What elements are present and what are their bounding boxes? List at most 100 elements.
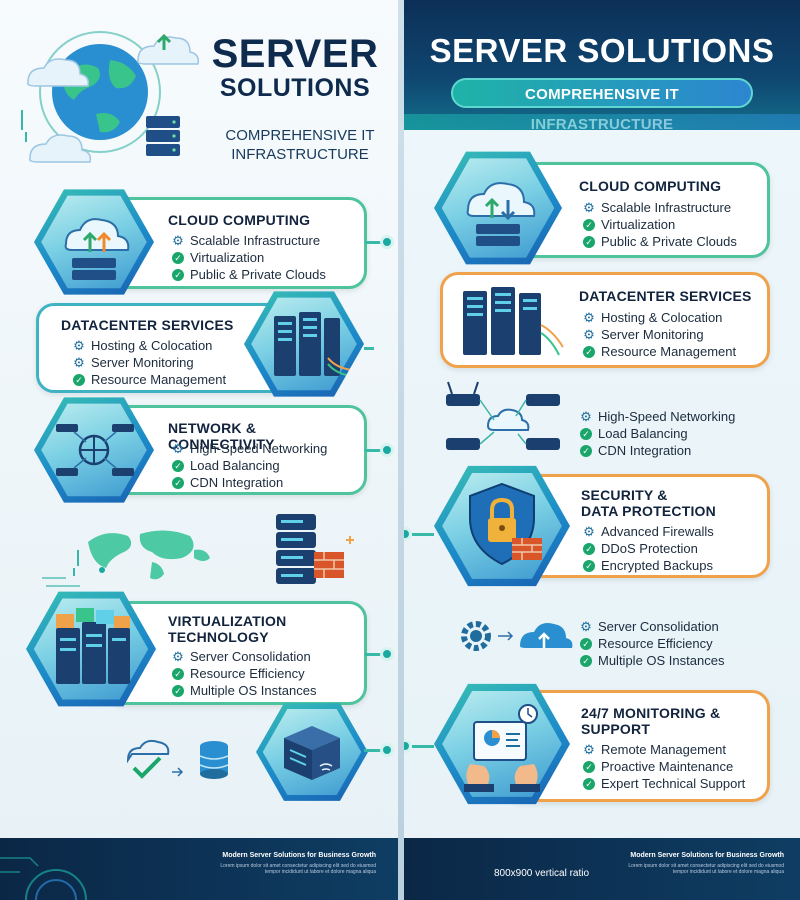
gear-icon: ⚙: [73, 354, 85, 370]
feature-item: ✓Resource Efficiency: [172, 665, 316, 682]
feature-item: ✓DDoS Protection: [583, 540, 714, 557]
check-icon: ✓: [580, 654, 592, 667]
header-banner: SERVER SOLUTIONS COMPREHENSIVE IT INFRAS…: [404, 0, 800, 133]
database-icon: [126, 739, 229, 779]
gear-icon: ⚙: [583, 523, 595, 539]
page-title: SERVER SOLUTIONS: [200, 34, 390, 101]
card-title: CLOUD COMPUTING: [168, 212, 311, 228]
server-rack-icon: [244, 291, 364, 397]
feature-item: ⚙Server Consolidation: [172, 648, 311, 664]
firewall-icon: [314, 552, 344, 578]
footer-title: Modern Server Solutions for Business Gro…: [630, 852, 784, 859]
check-icon: ✓: [580, 637, 592, 650]
feature-item: ⚙Scalable Infrastructure: [172, 232, 321, 248]
page-subtitle: COMPREHENSIVE IT INFRASTRUCTURE: [225, 127, 375, 163]
check-icon: ✓: [583, 777, 595, 790]
card-title: NETWORK & CONNECTIVITY: [168, 420, 275, 452]
virtualization-features: ⚙Server Consolidation ✓Resource Efficien…: [580, 618, 724, 669]
gear-cloud-icon: [461, 621, 573, 651]
title-line-2: SOLUTIONS: [219, 74, 371, 102]
feature-item: ✓Virtualization: [172, 249, 326, 266]
check-icon: ✓: [583, 345, 595, 358]
footer-title: Modern Server Solutions for Business Gro…: [222, 852, 376, 859]
server-rack-icon: [463, 287, 564, 356]
check-icon: ✓: [172, 667, 184, 680]
card-datacenter-services: DATACENTER SERVICES ⚙Hosting & Colocatio…: [36, 303, 296, 393]
column-divider: [398, 0, 404, 900]
gear-icon: ⚙: [172, 440, 184, 456]
feature-item: ✓Multiple OS Instances: [580, 652, 724, 669]
gear-icon: ⚙: [583, 741, 595, 757]
gear-icon: ⚙: [580, 408, 592, 424]
gear-icon: ⚙: [583, 309, 595, 325]
globe-icon: [21, 31, 200, 163]
card-title: CLOUD COMPUTING: [579, 178, 722, 194]
gear-icon: ⚙: [172, 648, 184, 664]
page-title: SERVER SOLUTIONS: [429, 32, 775, 69]
page-subtitle: COMPREHENSIVE IT INFRASTRUCTURE: [451, 78, 753, 133]
feature-item: ✓Load Balancing: [580, 425, 735, 442]
feature-item: ⚙Server Monitoring: [583, 326, 704, 342]
check-icon: ✓: [583, 559, 595, 572]
gear-icon: ⚙: [583, 199, 595, 215]
feature-item: ⚙Server Monitoring: [73, 354, 194, 370]
feature-item: ✓Resource Efficiency: [580, 635, 724, 652]
title-line-1: SERVER: [211, 32, 379, 76]
cloud-upload-icon: [34, 189, 154, 295]
check-icon: ✓: [73, 373, 85, 386]
feature-item: ⚙High-Speed Networking: [580, 408, 736, 424]
server-box-icon: [256, 703, 368, 801]
feature-item: ⚙Scalable Infrastructure: [583, 199, 732, 215]
feature-item: ✓CDN Integration: [580, 442, 735, 459]
ratio-label: 800x900 vertical ratio: [494, 868, 590, 879]
left-infographic: SERVER SOLUTIONS COMPREHENSIVE IT INFRAS…: [0, 0, 398, 900]
feature-item: ⚙Server Consolidation: [580, 618, 719, 634]
network-router-icon: [446, 381, 560, 450]
card-title: 24/7 MONITORING & SUPPORT: [581, 705, 721, 737]
footer-text: Lorem ipsum dolor sit amet consectetur a…: [220, 863, 376, 875]
card-title: DATACENTER SERVICES: [579, 288, 752, 304]
gear-icon: ⚙: [583, 326, 595, 342]
network-features: ⚙High-Speed Networking ✓Load Balancing ✓…: [580, 408, 735, 459]
check-icon: ✓: [172, 684, 184, 697]
check-icon: ✓: [172, 476, 184, 489]
footer-text: Lorem ipsum dolor sit amet consectetur a…: [628, 863, 784, 875]
feature-item: ✓Load Balancing: [172, 457, 327, 474]
gear-icon: ⚙: [73, 337, 85, 353]
circuit-decoration: [0, 857, 87, 900]
check-icon: ✓: [583, 542, 595, 555]
feature-item: ⚙High-Speed Networking: [172, 440, 328, 456]
check-icon: ✓: [583, 235, 595, 248]
network-router-icon: [34, 397, 154, 503]
feature-item: ⚙Remote Management: [583, 741, 727, 757]
footer: Modern Server Solutions for Business Gro…: [0, 838, 398, 900]
world-map-icon: [42, 514, 354, 587]
check-icon: ✓: [172, 268, 184, 281]
gear-icon: ⚙: [580, 618, 592, 634]
feature-item: ✓Encrypted Backups: [583, 557, 714, 574]
feature-item: ✓Virtualization: [583, 216, 737, 233]
feature-item: ✓Resource Management: [583, 343, 736, 360]
check-icon: ✓: [583, 218, 595, 231]
feature-item: ✓Proactive Maintenance: [583, 758, 745, 775]
feature-item: ✓Public & Private Clouds: [583, 233, 737, 250]
card-title: DATACENTER SERVICES: [61, 317, 234, 333]
check-icon: ✓: [580, 444, 592, 457]
footer: Modern Server Solutions for Business Gro…: [404, 838, 800, 900]
check-icon: ✓: [583, 760, 595, 773]
card-title: VIRTUALIZATION TECHNOLOGY: [168, 613, 287, 645]
gear-icon: ⚙: [172, 232, 184, 248]
feature-item: ✓CDN Integration: [172, 474, 327, 491]
feature-item: ✓Public & Private Clouds: [172, 266, 326, 283]
feature-item: ⚙Hosting & Colocation: [583, 309, 723, 325]
check-icon: ✓: [172, 251, 184, 264]
feature-item: ✓Resource Management: [73, 371, 226, 388]
card-title: SECURITY & DATA PROTECTION: [581, 487, 716, 519]
right-infographic: SERVER SOLUTIONS COMPREHENSIVE IT INFRAS…: [404, 0, 800, 900]
check-icon: ✓: [172, 459, 184, 472]
feature-item: ✓Multiple OS Instances: [172, 682, 316, 699]
check-icon: ✓: [580, 427, 592, 440]
card-datacenter-services: DATACENTER SERVICES ⚙Hosting & Colocatio…: [440, 272, 770, 368]
feature-item: ✓Expert Technical Support: [583, 775, 745, 792]
feature-item: ⚙Hosting & Colocation: [73, 337, 213, 353]
